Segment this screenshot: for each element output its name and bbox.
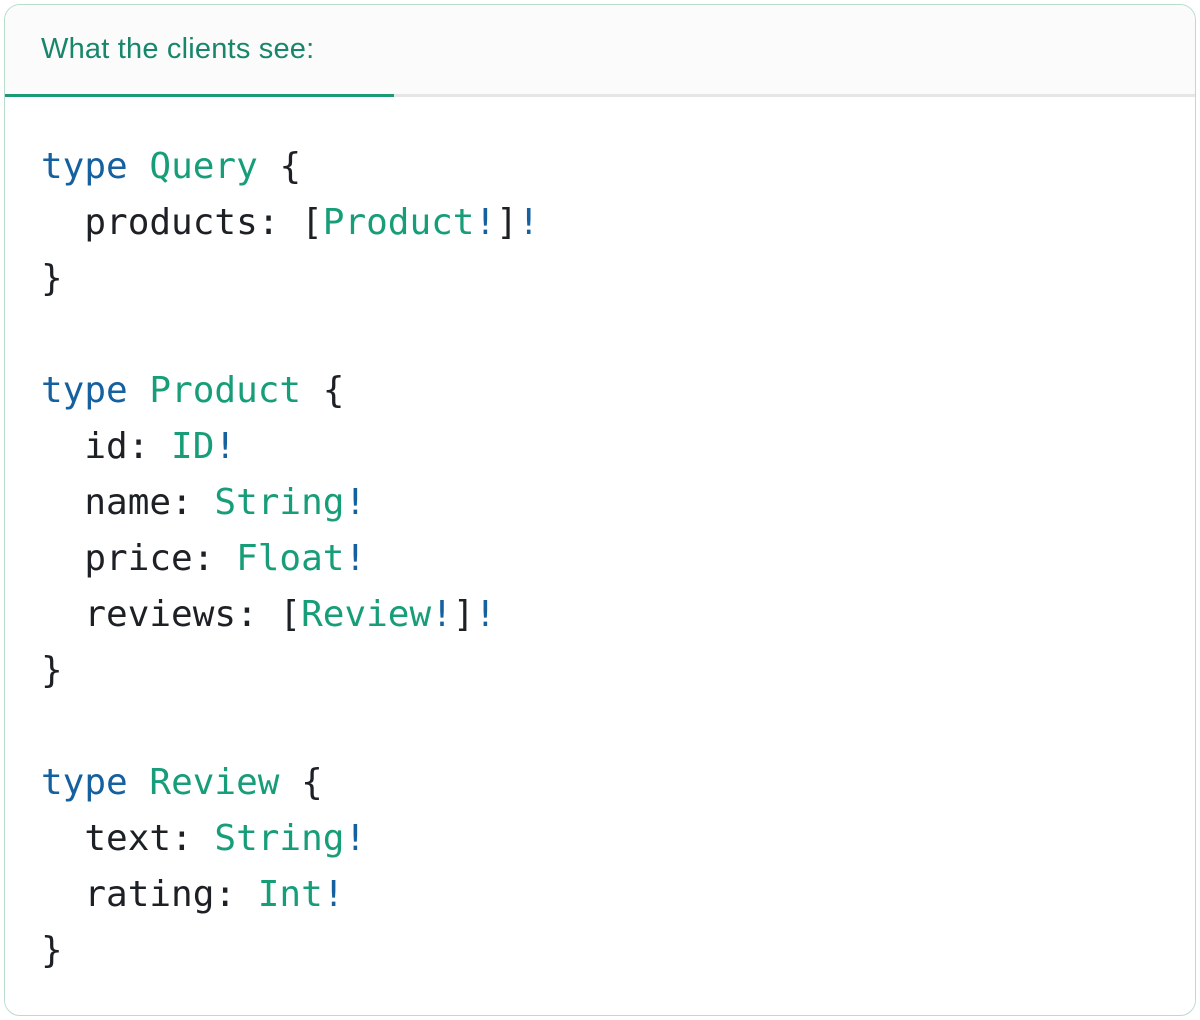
code-line: reviews: [Review!]!: [41, 587, 1159, 643]
code-token-bang: !: [214, 426, 237, 467]
code-token-keyword: type: [41, 762, 128, 803]
code-line: }: [41, 643, 1159, 699]
code-token-plain: name:: [41, 482, 215, 523]
code-token-typename: Int: [257, 874, 323, 915]
code-token-bang: !: [344, 538, 367, 579]
code-token-plain: reviews: [: [41, 594, 302, 635]
code-token-plain: [128, 762, 150, 803]
code-token-plain: }: [41, 930, 63, 971]
code-token-bang: !: [322, 874, 345, 915]
code-token-plain: ]: [452, 594, 475, 635]
code-token-plain: price:: [41, 538, 237, 579]
code-token-plain: products: [: [41, 202, 323, 243]
code-token-plain: ]: [496, 202, 518, 243]
code-line: name: String!: [41, 475, 1159, 531]
code-token-typename: Float: [236, 538, 345, 579]
code-token-typename: String: [214, 818, 345, 859]
code-line: [41, 307, 1159, 363]
code-token-typename: Review: [149, 762, 280, 803]
code-token-typename: ID: [171, 426, 215, 467]
code-token-plain: text:: [41, 818, 215, 859]
code-token-plain: [128, 146, 150, 187]
code-token-keyword: type: [41, 370, 128, 411]
code-token-plain: }: [41, 258, 63, 299]
code-lines: type Query { products: [Product!]!} type…: [41, 139, 1159, 979]
code-line: }: [41, 251, 1159, 307]
code-token-typename: Review: [301, 594, 432, 635]
code-line: [41, 699, 1159, 755]
code-token-plain: }: [41, 650, 63, 691]
code-token-plain: {: [279, 762, 323, 803]
code-line: }: [41, 923, 1159, 979]
code-line: products: [Product!]!: [41, 195, 1159, 251]
tabs-bar: What the clients see:: [5, 5, 1195, 97]
code-line: type Query {: [41, 139, 1159, 195]
code-line: text: String!: [41, 811, 1159, 867]
code-token-plain: [128, 370, 150, 411]
code-line: rating: Int!: [41, 867, 1159, 923]
code-token-bang: !: [431, 594, 453, 635]
code-token-typename: Product: [322, 202, 475, 243]
code-token-typename: Product: [149, 370, 302, 411]
code-token-bang: !: [344, 482, 367, 523]
code-card: What the clients see: type Query { produ…: [4, 4, 1196, 1016]
code-token-bang: !: [474, 202, 497, 243]
code-token-typename: Query: [149, 146, 258, 187]
code-token-plain: {: [301, 370, 345, 411]
code-token-typename: String: [214, 482, 345, 523]
code-line: price: Float!: [41, 531, 1159, 587]
code-token-plain: rating:: [41, 874, 258, 915]
tab-what-clients-see[interactable]: What the clients see:: [5, 5, 394, 97]
code-line: type Review {: [41, 755, 1159, 811]
code-token-bang: !: [474, 594, 497, 635]
code-line: id: ID!: [41, 419, 1159, 475]
code-token-plain: id:: [41, 426, 172, 467]
code-token-keyword: type: [41, 146, 128, 187]
code-token-bang: !: [344, 818, 367, 859]
tab-label: What the clients see:: [41, 33, 315, 65]
code-line: type Product {: [41, 363, 1159, 419]
code-token-plain: {: [257, 146, 302, 187]
code-token-bang: !: [517, 202, 540, 243]
code-block: type Query { products: [Product!]!} type…: [5, 97, 1195, 1009]
